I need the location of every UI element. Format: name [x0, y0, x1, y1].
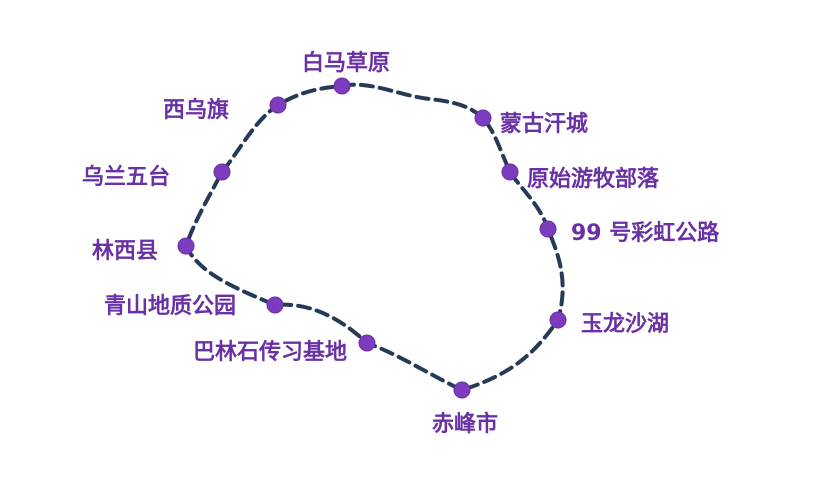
stop-label-yulong: 玉龙沙湖 [581, 312, 669, 337]
stop-linxi[interactable]: 林西县 [92, 237, 195, 264]
stop-label-balin: 巴林石传习基地 [193, 340, 347, 365]
stop-label-wulan: 乌兰五台 [82, 164, 170, 190]
stop-dot-linxi [177, 237, 195, 255]
stop-xiwu[interactable]: 西乌旗 [163, 96, 287, 123]
stop-chifeng[interactable]: 赤峰市 [432, 381, 498, 437]
stop-baima[interactable]: 白马草原 [302, 50, 390, 95]
stop-dot-xiwu [269, 96, 287, 114]
stop-dot-yulong [549, 311, 567, 329]
stop-dot-menggu [474, 109, 492, 127]
stop-yuanshi[interactable]: 原始游牧部落 [501, 163, 660, 192]
stop-wulan[interactable]: 乌兰五台 [82, 163, 231, 190]
stop-label-chifeng: 赤峰市 [432, 411, 498, 437]
stop-dot-yuanshi [501, 163, 519, 181]
stop-dot-chifeng [453, 381, 471, 399]
stop-label-linxi: 林西县 [92, 239, 158, 264]
stop-caihong[interactable]: 99 号彩虹公路 [539, 220, 720, 246]
stop-label-yuanshi: 原始游牧部落 [527, 166, 660, 192]
stop-dot-wulan [213, 163, 231, 181]
stop-dot-caihong [539, 220, 557, 238]
stop-balin[interactable]: 巴林石传习基地 [193, 334, 376, 365]
stop-dot-qingshan [266, 296, 284, 314]
stop-label-menggu: 蒙古汗城 [500, 111, 588, 137]
stop-label-xiwu: 西乌旗 [163, 97, 229, 123]
stop-yulong[interactable]: 玉龙沙湖 [549, 311, 669, 337]
stop-label-baima: 白马草原 [302, 50, 390, 76]
stop-group: 白马草原 蒙古汗城 原始游牧部落 99 号彩虹公路 玉龙沙湖 赤峰市 巴林石传习… [82, 50, 720, 437]
stop-label-qingshan: 青山地质公园 [104, 294, 236, 319]
stop-qingshan[interactable]: 青山地质公园 [104, 294, 284, 319]
stop-dot-baima [333, 77, 351, 95]
stop-dot-balin [358, 334, 376, 352]
stop-menggu[interactable]: 蒙古汗城 [474, 109, 588, 137]
stop-label-caihong: 99 号彩虹公路 [571, 220, 720, 246]
